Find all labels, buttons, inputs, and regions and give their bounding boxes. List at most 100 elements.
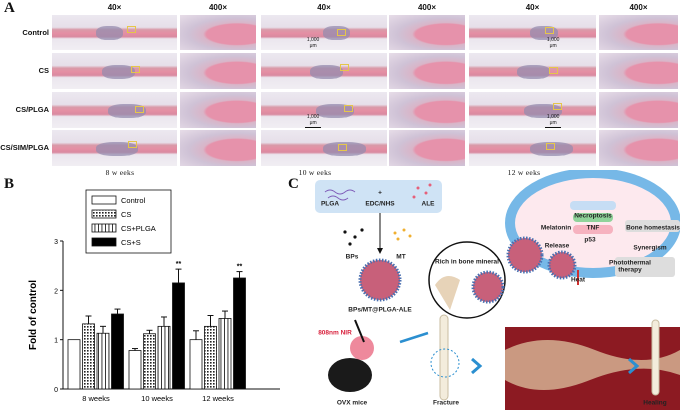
row-label: CS/PLGA xyxy=(15,105,49,114)
histology-image-40x xyxy=(52,15,177,50)
column-header: 400× xyxy=(629,3,648,12)
row-label: CS/SIM/PLGA xyxy=(0,143,49,152)
bone-mineral-icon xyxy=(435,276,460,310)
bone-homeostasis-node xyxy=(625,220,680,232)
row-label: Control xyxy=(22,27,49,37)
label-p53: p53 xyxy=(584,236,596,244)
label-fracture: Fracture xyxy=(432,399,460,407)
y-tick-label: 1 xyxy=(54,338,58,345)
histology-image-400x xyxy=(599,15,678,50)
roi-box xyxy=(340,63,350,71)
scale-bar: 1,000 μm xyxy=(545,114,562,128)
defect-region xyxy=(95,26,124,41)
histology-image-400x xyxy=(180,15,256,50)
label-bps: BPs xyxy=(345,253,359,261)
defect-region xyxy=(523,103,562,118)
label-healing: Healing xyxy=(643,399,667,407)
significance-marker: ** xyxy=(237,264,243,271)
nanoparticle-icon xyxy=(358,258,402,302)
legend-label: CS+PLGA xyxy=(121,224,156,233)
column-header: 400× xyxy=(208,3,228,12)
histology-image-400x xyxy=(389,92,465,128)
roi-box xyxy=(549,67,558,75)
histology-image-40x: 1,000 μm xyxy=(261,15,387,50)
defect-region xyxy=(517,64,551,79)
roi-box xyxy=(130,65,140,73)
roi-box xyxy=(127,25,136,33)
histology-image-40x: 1,000 μm xyxy=(469,15,596,50)
label-heat: Heat xyxy=(570,276,586,284)
y-tick-label: 0 xyxy=(54,387,58,394)
photothermal-node xyxy=(615,257,675,277)
column-header: 40× xyxy=(525,3,540,12)
bar xyxy=(157,325,171,390)
roi-box xyxy=(546,142,556,150)
scale-bar: 1,000 μm xyxy=(305,114,322,128)
histology-image-400x xyxy=(599,53,678,89)
histology-image-40x xyxy=(469,130,596,166)
panel-b-label: B xyxy=(4,176,15,192)
tnf-node xyxy=(573,213,613,222)
bar xyxy=(172,282,185,390)
bar xyxy=(204,325,217,390)
histology-image-400x xyxy=(389,130,465,166)
label-rich: Rich in bone mineral xyxy=(435,258,499,266)
panel-a-label: A xyxy=(4,0,15,16)
bar xyxy=(67,339,81,390)
roi-box xyxy=(344,104,354,112)
histology-image-400x xyxy=(180,130,256,166)
legend-swatch xyxy=(91,195,117,205)
histology-image-400x xyxy=(180,92,256,128)
legend-label: Control xyxy=(121,196,146,205)
scale-bar-line xyxy=(545,127,562,128)
mouse-icon xyxy=(328,358,372,392)
scale-bar-line xyxy=(305,127,322,128)
roi-box xyxy=(552,102,562,110)
column-header: 40× xyxy=(317,3,331,12)
bar xyxy=(189,339,203,390)
plga-polymer-icon xyxy=(324,189,356,201)
synthesis-box xyxy=(315,180,442,213)
histology-image-40x xyxy=(469,53,596,89)
week-label: 12 w eeks xyxy=(507,168,541,177)
bar xyxy=(96,332,110,390)
p53-node xyxy=(573,225,613,234)
label-plus: + xyxy=(378,189,382,197)
chevron-right-icon xyxy=(471,357,483,375)
label-photo2: therapy xyxy=(618,266,642,274)
histology-image-400x xyxy=(599,92,678,128)
defect-region xyxy=(322,141,366,156)
y-tick-label: 2 xyxy=(54,288,58,295)
significance-marker: ** xyxy=(176,261,182,268)
x-tick-label: 10 weeks xyxy=(141,394,173,403)
roi-box xyxy=(337,144,347,152)
label-synergism: Synergism xyxy=(633,244,667,252)
nir-light-icon xyxy=(350,336,374,360)
panel-c-label: C xyxy=(288,176,299,192)
defect-region xyxy=(310,64,343,79)
chevron-right-icon xyxy=(628,357,640,375)
label-nir: 808nm NIR xyxy=(318,329,352,337)
label-edc: EDC/NHS xyxy=(365,200,395,208)
scale-bar: 1,000 μm xyxy=(545,36,562,50)
histology-image-400x xyxy=(389,15,465,50)
histology-image-40x xyxy=(52,53,177,89)
label-release: Release xyxy=(544,242,570,250)
bar xyxy=(218,318,232,390)
bar xyxy=(128,350,142,390)
histology-image-40x xyxy=(52,92,177,128)
label-melatonin: Melatonin xyxy=(540,224,572,232)
histology-image-40x xyxy=(52,130,177,166)
label-nano: BPs/MT@PLGA-ALE xyxy=(348,306,412,314)
legend-swatch xyxy=(91,209,117,219)
y-tick-label: 3 xyxy=(54,239,58,246)
healed-bone-icon xyxy=(651,319,660,396)
week-label: 10 w eeks xyxy=(298,168,332,177)
row-label: CS xyxy=(38,66,49,75)
legend-swatch xyxy=(91,237,117,247)
label-ale: ALE xyxy=(421,200,435,208)
bar xyxy=(143,333,156,390)
legend-swatch xyxy=(91,223,117,233)
roi-box xyxy=(134,106,144,114)
